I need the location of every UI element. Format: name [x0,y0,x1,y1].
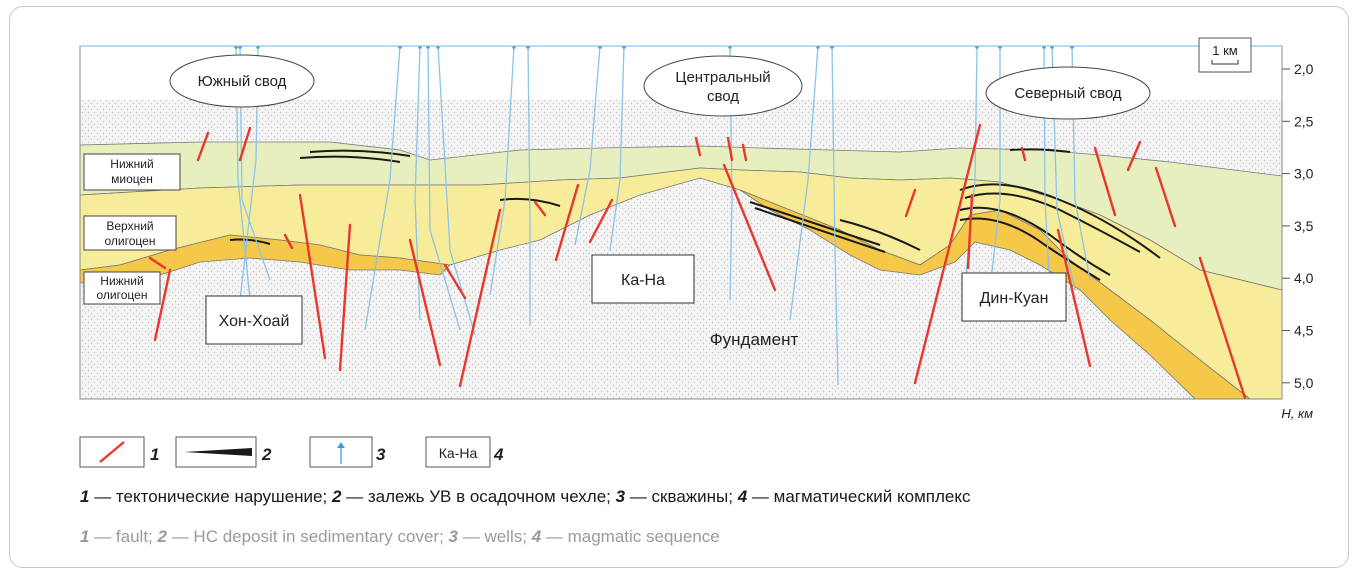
legend-magmatic-sample: Ка-На [439,445,478,461]
basement-label: Фундамент [710,330,799,349]
legend-caption-ru: 1 — тектонические нарушение; 2 — залежь … [80,487,971,506]
depth-tick-label: 5,0 [1294,375,1314,391]
dome-ellipse-central [643,55,803,117]
dome-label-central-1: Центральный [675,69,770,86]
magmatic-label-dinkuan: Дин-Куан [980,290,1049,307]
depth-tick-label: 2,0 [1294,61,1314,77]
hc-deposits [229,148,1161,281]
depth-tick-label: 3,5 [1294,218,1314,234]
depth-tick-label: 4,5 [1294,323,1314,339]
stratum-2-line1: Верхний [106,219,153,233]
depth-axis: 2,0 2,5 3,0 3,5 4,0 4,5 5,0 [1282,61,1314,391]
strata-labels: Нижний миоцен Верхний олигоцен Нижний ол… [83,153,181,305]
stratum-1-line1: Нижний [110,157,153,171]
magmatic-label-kana: Ка-На [621,272,665,289]
legend-key-1: 1 [150,445,159,464]
stratum-1-line2: миоцен [111,172,153,186]
dome-label-south: Южный свод [198,73,287,90]
scale-bar-box [1198,37,1252,73]
well-heads [234,46,1074,49]
legend-fault-symbol [99,441,125,463]
lower-oligocene-layer-east [739,189,1251,399]
magmatic-label-honhoai: Хон-Хоай [219,313,290,330]
faults [148,123,1247,399]
legend-key-2: 2 [261,445,272,464]
stratum-3-line1: Нижний [100,274,143,288]
stratum-3-line2: олигоцен [97,288,148,302]
dome-labels: Южный свод Центральный свод Северный сво… [169,54,1151,120]
dome-label-north: Северный свод [1014,85,1122,102]
legend-keys: 1 2 3 Ка-На 4 [79,436,504,468]
legend-deposit-symbol [184,448,252,456]
depth-axis-label: Н, км [1281,406,1313,421]
scale-bar-label: 1 км [1212,43,1238,58]
dome-ellipse-north [985,66,1151,120]
depth-tick-label: 2,5 [1294,113,1314,129]
dome-ellipse-south [169,54,315,108]
stratum-2-line2: олигоцен [105,234,156,248]
legend-key-3: 3 [376,445,386,464]
legend-caption-en: 1 — fault; 2 — HC deposit in sedimentary… [80,527,720,546]
depth-tick-label: 4,0 [1294,270,1314,286]
depth-tick-label: 3,0 [1294,166,1314,182]
legend-magmatic-box [425,436,491,468]
legend-key-4: 4 [493,445,504,464]
magmatic-labels: Хон-Хоай Ка-На Дин-Куан [205,254,1067,345]
scale-bar-line [1211,60,1239,65]
dome-label-central-2: свод [707,88,739,105]
